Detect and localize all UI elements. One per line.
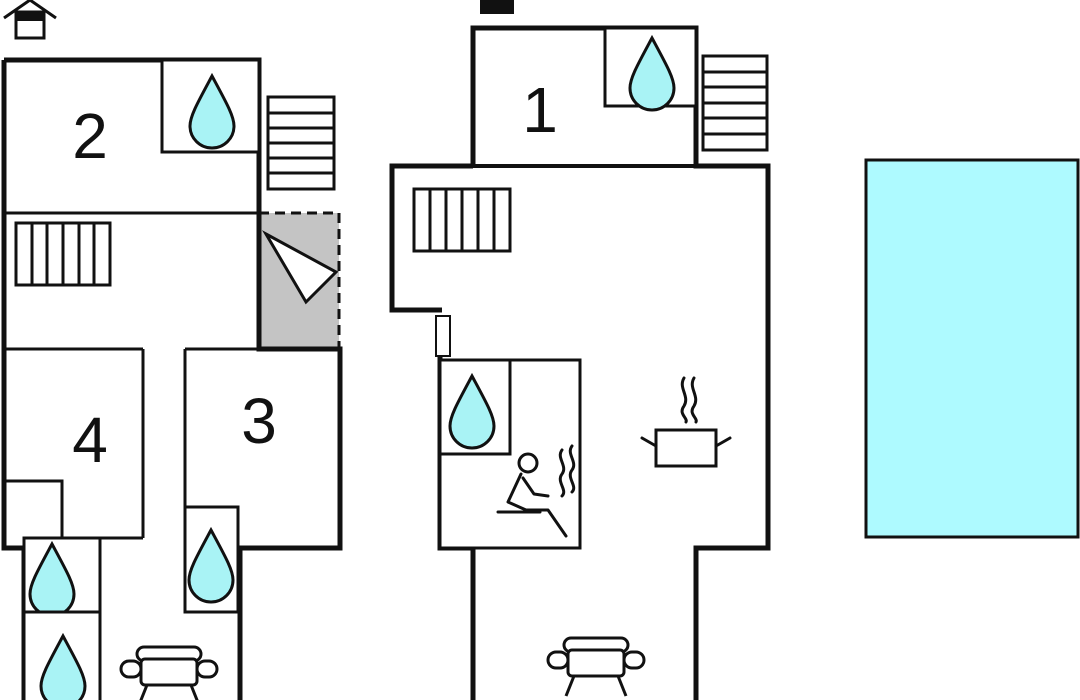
floor-right: 1 xyxy=(389,0,771,700)
sauna-person-icon xyxy=(496,444,576,538)
room-3-label: 3 xyxy=(241,385,277,457)
armchair-icon xyxy=(119,645,219,700)
pool-icon xyxy=(864,158,1080,539)
cooking-pot-icon xyxy=(640,376,732,468)
room-1-label: 1 xyxy=(522,74,558,146)
stairs-icon xyxy=(701,54,769,152)
floor-left: 2 4 3 xyxy=(1,57,343,700)
house-icon xyxy=(3,0,57,40)
door-arrow-icon xyxy=(261,230,339,305)
stairs-icon xyxy=(266,95,336,191)
armchair-icon xyxy=(546,636,646,698)
stairs-icon xyxy=(14,221,112,287)
stairs-icon xyxy=(412,187,512,253)
room-4-label: 4 xyxy=(72,404,108,476)
room-2-label: 2 xyxy=(72,100,108,172)
